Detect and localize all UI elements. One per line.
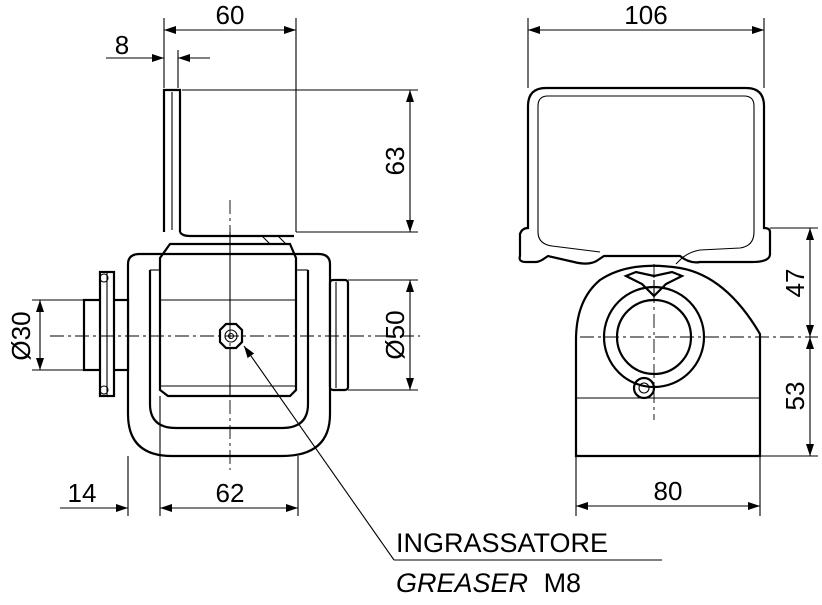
- dim-62-label: 62: [216, 478, 245, 508]
- dim-106-label: 106: [624, 0, 667, 30]
- u-bracket: [126, 252, 332, 458]
- dim-d50-label: Ø50: [380, 310, 410, 359]
- dim-60-label: 60: [216, 0, 245, 30]
- dim-63-label: 63: [380, 147, 410, 176]
- mounting-plate: [162, 88, 182, 232]
- dim-14-label: 14: [68, 478, 97, 508]
- callout-label-italian: INGRASSATORE: [396, 528, 608, 558]
- greaser-callout: INGRASSATORE GREASER M8: [243, 345, 662, 598]
- dim-d30-label: Ø30: [6, 311, 36, 360]
- dim-47-label: 47: [780, 269, 810, 298]
- hex-body: [158, 242, 298, 398]
- collar-right: [328, 278, 350, 392]
- callout-label-english: GREASER M8: [396, 568, 581, 598]
- callout-thread-text: M8: [544, 568, 582, 598]
- callout-greaser-text: GREASER: [396, 568, 528, 598]
- seat-bracket: [518, 86, 772, 265]
- dim-8-label: 8: [115, 30, 129, 60]
- front-view: [50, 88, 420, 470]
- side-view: [518, 86, 818, 458]
- side-dimensions: 106 47 53 80: [527, 0, 818, 516]
- front-dimensions: 60 8 63 Ø30 Ø50 14 62: [6, 0, 418, 516]
- dim-53-label: 53: [780, 382, 810, 411]
- dim-80-label: 80: [654, 476, 683, 506]
